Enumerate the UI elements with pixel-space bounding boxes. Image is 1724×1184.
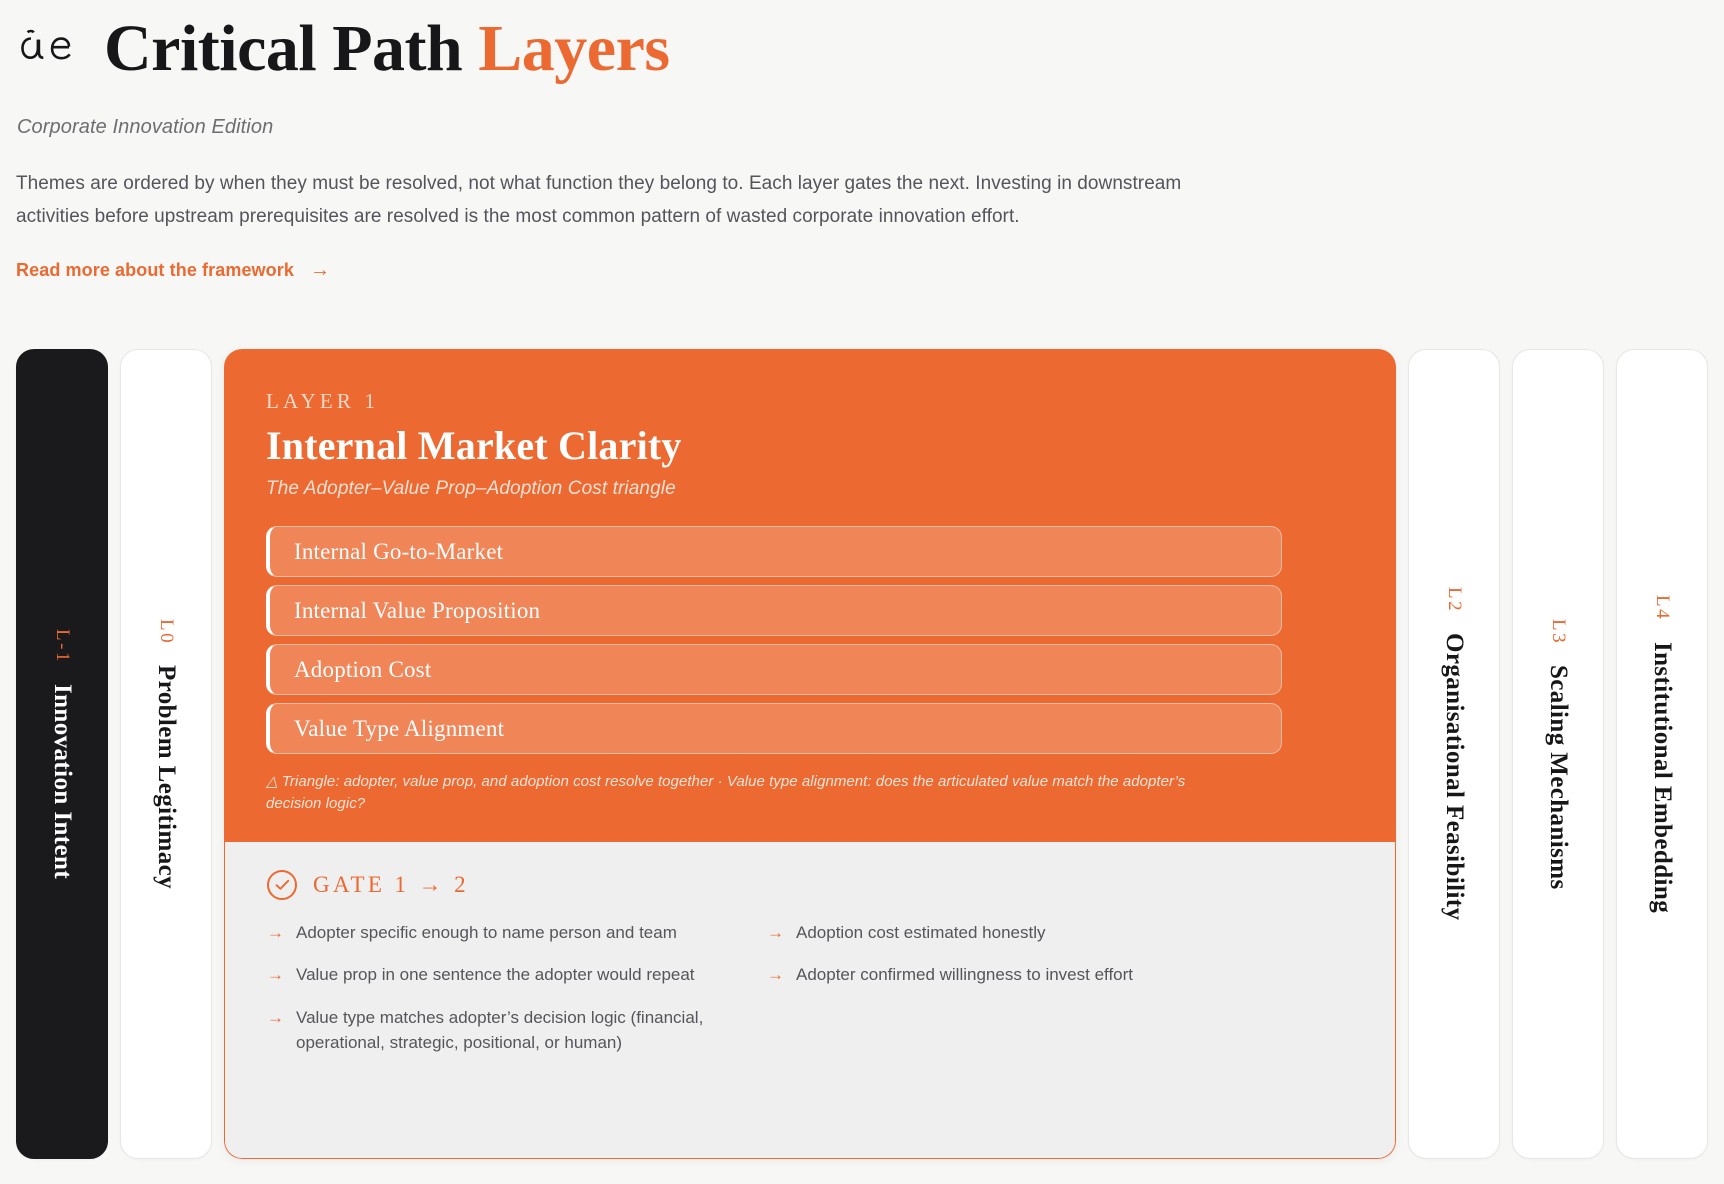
active-layer-card: LAYER 1 Internal Market Clarity The Adop…: [224, 349, 1396, 1159]
check-circle-icon: [267, 869, 297, 900]
arrow-right-icon: →: [309, 259, 331, 282]
arrow-right-icon: →: [767, 922, 784, 942]
gate-criterion-text: Adopter confirmed willingness to invest …: [796, 965, 1134, 985]
theme-list: Internal Go-to-Market Internal Value Pro…: [266, 526, 1354, 755]
sidebar-item-innovation-intent[interactable]: L-1 Innovation Intent: [16, 349, 108, 1159]
tab-code: L2: [1444, 587, 1465, 614]
theme-label: Internal Go-to-Market: [294, 538, 504, 564]
theme-item[interactable]: Value Type Alignment: [266, 703, 1282, 755]
tab-code: L0: [156, 618, 177, 646]
layer-eyebrow: LAYER 1: [266, 389, 380, 413]
theme-label: Internal Value Proposition: [294, 597, 541, 623]
tab-label: Scaling Mechanisms: [1545, 664, 1572, 890]
tab-label: Innovation Intent: [49, 683, 76, 879]
page-title: Critical Path Layers: [104, 16, 670, 82]
layer-subtitle: The Adopter–Value Prop–Adoption Cost tri…: [266, 478, 676, 500]
arrow-right-icon: →: [267, 1007, 284, 1027]
layer-note: △ Triangle: adopter, value prop, and ado…: [266, 773, 1186, 813]
sidebar-item-organisational-feasibility[interactable]: L2 Organisational Feasibility: [1408, 349, 1500, 1159]
arrow-right-icon: →: [267, 965, 284, 985]
tab-inner: L4 Institutional Embedding: [1648, 595, 1676, 912]
theme-item[interactable]: Adoption Cost: [266, 644, 1282, 696]
edition-subtitle: Corporate Innovation Edition: [17, 116, 274, 138]
tab-code: L4: [1652, 595, 1673, 622]
sidebar-item-scaling-mechanisms[interactable]: L3 Scaling Mechanisms: [1512, 349, 1604, 1159]
theme-item[interactable]: Internal Value Proposition: [266, 585, 1282, 637]
gate-panel: GATE 1 → 2 → Adopter specific enough to …: [224, 841, 1396, 1159]
theme-item[interactable]: Internal Go-to-Market: [266, 526, 1282, 578]
gate-criterion: → Value type matches adopter’s decision …: [267, 1005, 767, 1056]
gate-header: GATE 1 → 2: [267, 869, 1353, 900]
gate-criterion-text: Value type matches adopter’s decision lo…: [296, 1007, 704, 1053]
tab-inner: L0 Problem Legitimacy: [152, 619, 180, 889]
layers-rail: L-1 Innovation Intent L0 Problem Legitim…: [16, 349, 1708, 1159]
sidebar-item-problem-legitimacy[interactable]: L0 Problem Legitimacy: [120, 349, 212, 1159]
theme-label: Value Type Alignment: [294, 715, 505, 741]
tab-code: L3: [1548, 618, 1569, 645]
gate-criteria-list: → Adopter specific enough to name person…: [267, 920, 1277, 1056]
read-more-link[interactable]: Read more about the framework →: [16, 259, 330, 282]
intro-paragraph: Themes are ordered by when they must be …: [16, 173, 1182, 227]
gate-criterion-text: Adopter specific enough to name person a…: [296, 922, 677, 942]
ae-monogram-logo-icon: [16, 18, 78, 80]
tab-label: Organisational Feasibility: [1441, 633, 1468, 921]
layer-title: Internal Market Clarity: [266, 423, 682, 468]
gate-criterion: → Value prop in one sentence the adopter…: [267, 962, 767, 988]
masthead: Critical Path Layers: [16, 0, 1708, 92]
tab-label: Problem Legitimacy: [153, 665, 180, 890]
page-title-primary: Critical Path: [104, 12, 463, 85]
gate-criterion: → Adoption cost estimated honestly: [767, 920, 1277, 946]
page-title-accent: Layers: [478, 12, 670, 85]
tab-label: Institutional Embedding: [1649, 641, 1676, 913]
read-more-label: Read more about the framework: [16, 260, 294, 281]
tab-inner: L3 Scaling Mechanisms: [1544, 619, 1572, 890]
gate-criterion-text: Adoption cost estimated honestly: [796, 922, 1046, 942]
arrow-right-icon: →: [767, 965, 784, 985]
sidebar-item-institutional-embedding[interactable]: L4 Institutional Embedding: [1616, 349, 1708, 1159]
gate-criterion: → Adopter confirmed willingness to inves…: [767, 962, 1277, 988]
layer-card-header: LAYER 1 Internal Market Clarity The Adop…: [224, 349, 1396, 842]
tab-code: L-1: [52, 629, 73, 664]
gate-criterion: → Adopter specific enough to name person…: [267, 920, 767, 946]
tab-inner: L2 Organisational Feasibility: [1440, 587, 1468, 921]
gate-criterion-text: Value prop in one sentence the adopter w…: [296, 965, 695, 985]
tab-inner: L-1 Innovation Intent: [48, 629, 76, 879]
gate-label: GATE 1 → 2: [313, 871, 470, 897]
arrow-right-icon: →: [267, 922, 284, 942]
theme-label: Adoption Cost: [294, 656, 432, 682]
